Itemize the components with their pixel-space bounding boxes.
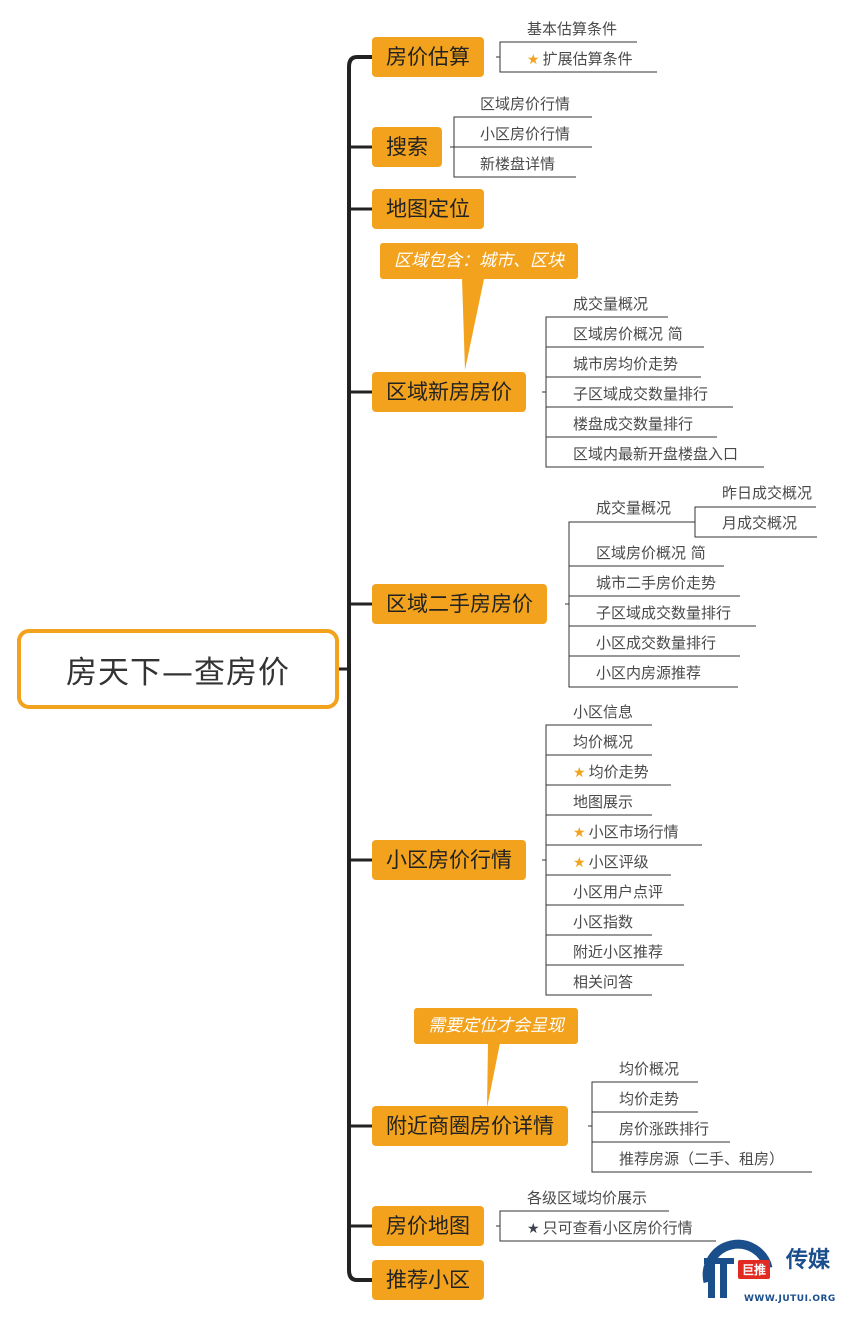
leaf-community-price[interactable]: 小区房价行情 (480, 125, 571, 143)
leaf-price-change-ranking[interactable]: 房价涨跌排行 (619, 1120, 710, 1138)
leaf-volume-overview[interactable]: 成交量概况 (573, 295, 649, 313)
leaf-building-ranking[interactable]: 楼盘成交数量排行 (573, 415, 694, 433)
logo-badge: 巨推 (738, 1260, 771, 1279)
leaf-new-building-detail[interactable]: 新楼盘详情 (480, 155, 556, 173)
star-icon: ★ (527, 52, 540, 68)
leaf-city-avg-trend[interactable]: 城市房均价走势 (573, 355, 679, 373)
leaf-avg-overview[interactable]: 均价概况 (573, 733, 634, 751)
leaf-latest-opening[interactable]: 区域内最新开盘楼盘入口 (573, 445, 739, 463)
leaf-volume-overview[interactable]: 成交量概况 (596, 499, 672, 517)
leaf-user-reviews[interactable]: 小区用户点评 (573, 883, 664, 901)
leaf-community-rating[interactable]: ★小区评级 (573, 853, 649, 871)
leaf-community-index[interactable]: 小区指数 (573, 913, 634, 931)
branch-community-price[interactable]: 小区房价行情 (372, 840, 526, 880)
callout-location-note: 需要定位才会呈现 (414, 1008, 578, 1044)
leaf-district-avg-display[interactable]: 各级区域均价展示 (527, 1189, 648, 1207)
callout-district-note: 区域包含：城市、区块 (380, 243, 578, 279)
leaf-district-price-overview[interactable]: 区域房价概况 简 (573, 325, 683, 343)
leaf-district-price[interactable]: 区域房价行情 (480, 95, 571, 113)
leaf-avg-trend[interactable]: 均价走势 (619, 1090, 680, 1108)
logo-url: WWW.JUTUI.ORG (744, 1294, 836, 1304)
callout-pointer (462, 279, 484, 370)
leaf-nearby-recommend[interactable]: 附近小区推荐 (573, 943, 664, 961)
star-icon: ★ (527, 1221, 540, 1237)
callout-pointer (487, 1043, 500, 1108)
leaf-avg-overview[interactable]: 均价概况 (619, 1060, 680, 1078)
star-icon: ★ (573, 765, 586, 781)
star-icon: ★ (573, 855, 586, 871)
leaf-community-ranking[interactable]: 小区成交数量排行 (596, 634, 717, 652)
branch-district-second-hand-price[interactable]: 区域二手房房价 (372, 584, 547, 624)
star-icon: ★ (573, 825, 586, 841)
leaf-avg-trend[interactable]: ★均价走势 (573, 763, 649, 781)
leaf-monthly-volume[interactable]: 月成交概况 (722, 514, 798, 532)
leaf-city-second-hand-trend[interactable]: 城市二手房价走势 (596, 574, 717, 592)
branch-search[interactable]: 搜索 (372, 127, 442, 167)
leaf-market-trend[interactable]: ★小区市场行情 (573, 823, 679, 841)
leaf-map-display[interactable]: 地图展示 (573, 793, 634, 811)
leaf-recommended-listings[interactable]: 推荐房源（二手、租房） (619, 1150, 785, 1168)
leaf-community-info[interactable]: 小区信息 (573, 703, 634, 721)
branch-district-new-price[interactable]: 区域新房房价 (372, 372, 526, 412)
leaf-yesterday-volume[interactable]: 昨日成交概况 (722, 484, 813, 502)
leaf-extended-estimate[interactable]: ★扩展估算条件 (527, 50, 633, 68)
branch-map-location[interactable]: 地图定位 (372, 189, 484, 229)
leaf-related-qa[interactable]: 相关问答 (573, 973, 634, 991)
leaf-district-price-overview[interactable]: 区域房价概况 简 (596, 544, 706, 562)
branch-nearby-business-price[interactable]: 附近商圈房价详情 (372, 1106, 568, 1146)
leaf-community-only[interactable]: ★只可查看小区房价行情 (527, 1219, 693, 1237)
branch-price-estimate[interactable]: 房价估算 (372, 37, 484, 77)
leaf-listing-recommend[interactable]: 小区内房源推荐 (596, 664, 702, 682)
leaf-subdistrict-ranking[interactable]: 子区域成交数量排行 (573, 385, 709, 403)
logo-mark-icon (702, 1239, 773, 1298)
leaf-basic-estimate[interactable]: 基本估算条件 (527, 20, 618, 38)
root-node[interactable]: 房天下—查房价 (17, 629, 339, 709)
leaf-subdistrict-ranking[interactable]: 子区域成交数量排行 (596, 604, 732, 622)
logo-brand-text: 传媒 (786, 1248, 831, 1273)
branch-price-map[interactable]: 房价地图 (372, 1206, 484, 1246)
logo-watermark: 巨推 传媒 WWW.JUTUI.ORG (700, 1236, 845, 1308)
branch-recommend-community[interactable]: 推荐小区 (372, 1260, 484, 1300)
